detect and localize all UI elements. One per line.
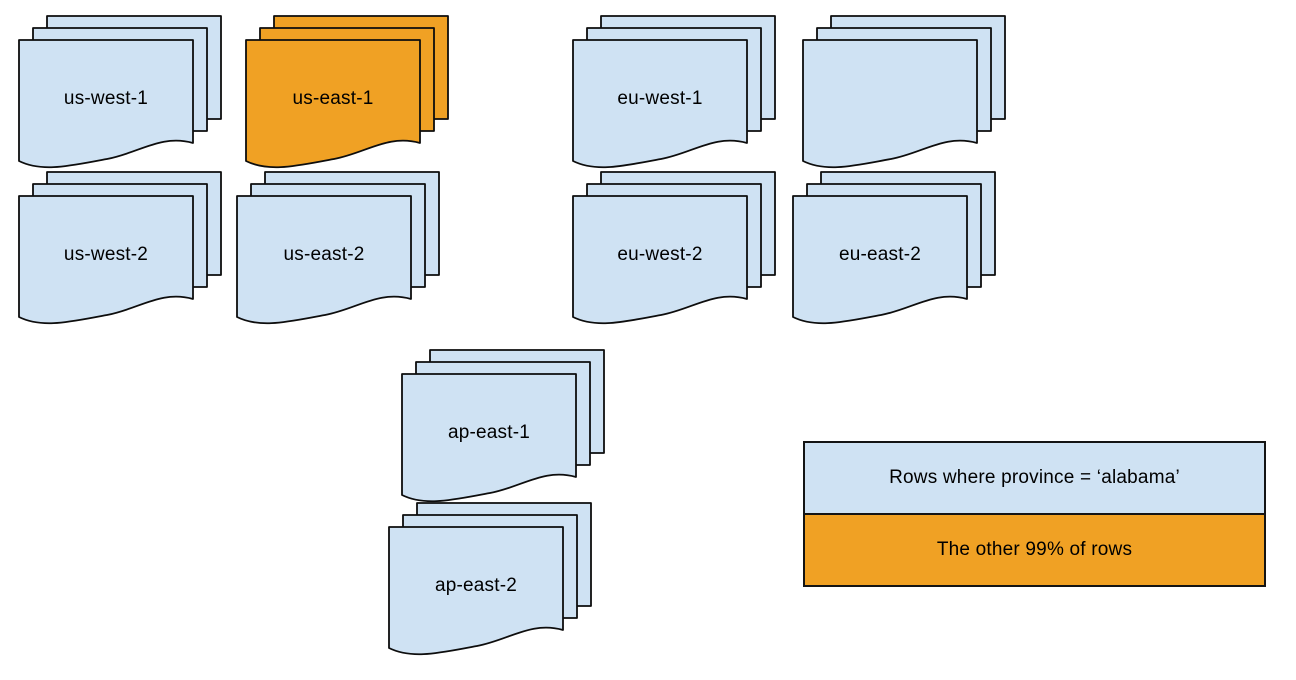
document-stack-icon — [572, 171, 776, 325]
document-stack-icon — [388, 502, 592, 656]
region-stack-ap-east-1: ap-east-1 — [401, 349, 605, 504]
document-stack-icon — [18, 171, 222, 325]
document-stack-icon — [236, 171, 440, 325]
document-stack-icon — [401, 349, 605, 503]
region-stack-us-east-1: us-east-1 — [245, 15, 449, 170]
legend-label-alabama-rows: Rows where province = ‘alabama’ — [889, 467, 1180, 488]
document-stack-icon — [572, 15, 776, 169]
region-stack-eu-east-1 — [802, 15, 1006, 170]
document-stack-icon — [792, 171, 996, 325]
legend-label-other-rows: The other 99% of rows — [936, 539, 1133, 560]
legend-row-alabama-rows: Rows where province = ‘alabama’ — [805, 443, 1264, 513]
legend: Rows where province = ‘alabama’ The othe… — [803, 441, 1266, 587]
region-stack-us-west-1: us-west-1 — [18, 15, 222, 170]
region-stack-eu-east-2: eu-east-2 — [792, 171, 996, 326]
document-stack-icon — [245, 15, 449, 169]
legend-row-other-rows: The other 99% of rows — [805, 513, 1264, 585]
region-stack-eu-west-2: eu-west-2 — [572, 171, 776, 326]
region-stack-eu-west-1: eu-west-1 — [572, 15, 776, 170]
region-stack-us-east-2: us-east-2 — [236, 171, 440, 326]
document-stack-icon — [18, 15, 222, 169]
region-stack-us-west-2: us-west-2 — [18, 171, 222, 326]
region-stack-ap-east-2: ap-east-2 — [388, 502, 592, 657]
document-stack-icon — [802, 15, 1006, 169]
